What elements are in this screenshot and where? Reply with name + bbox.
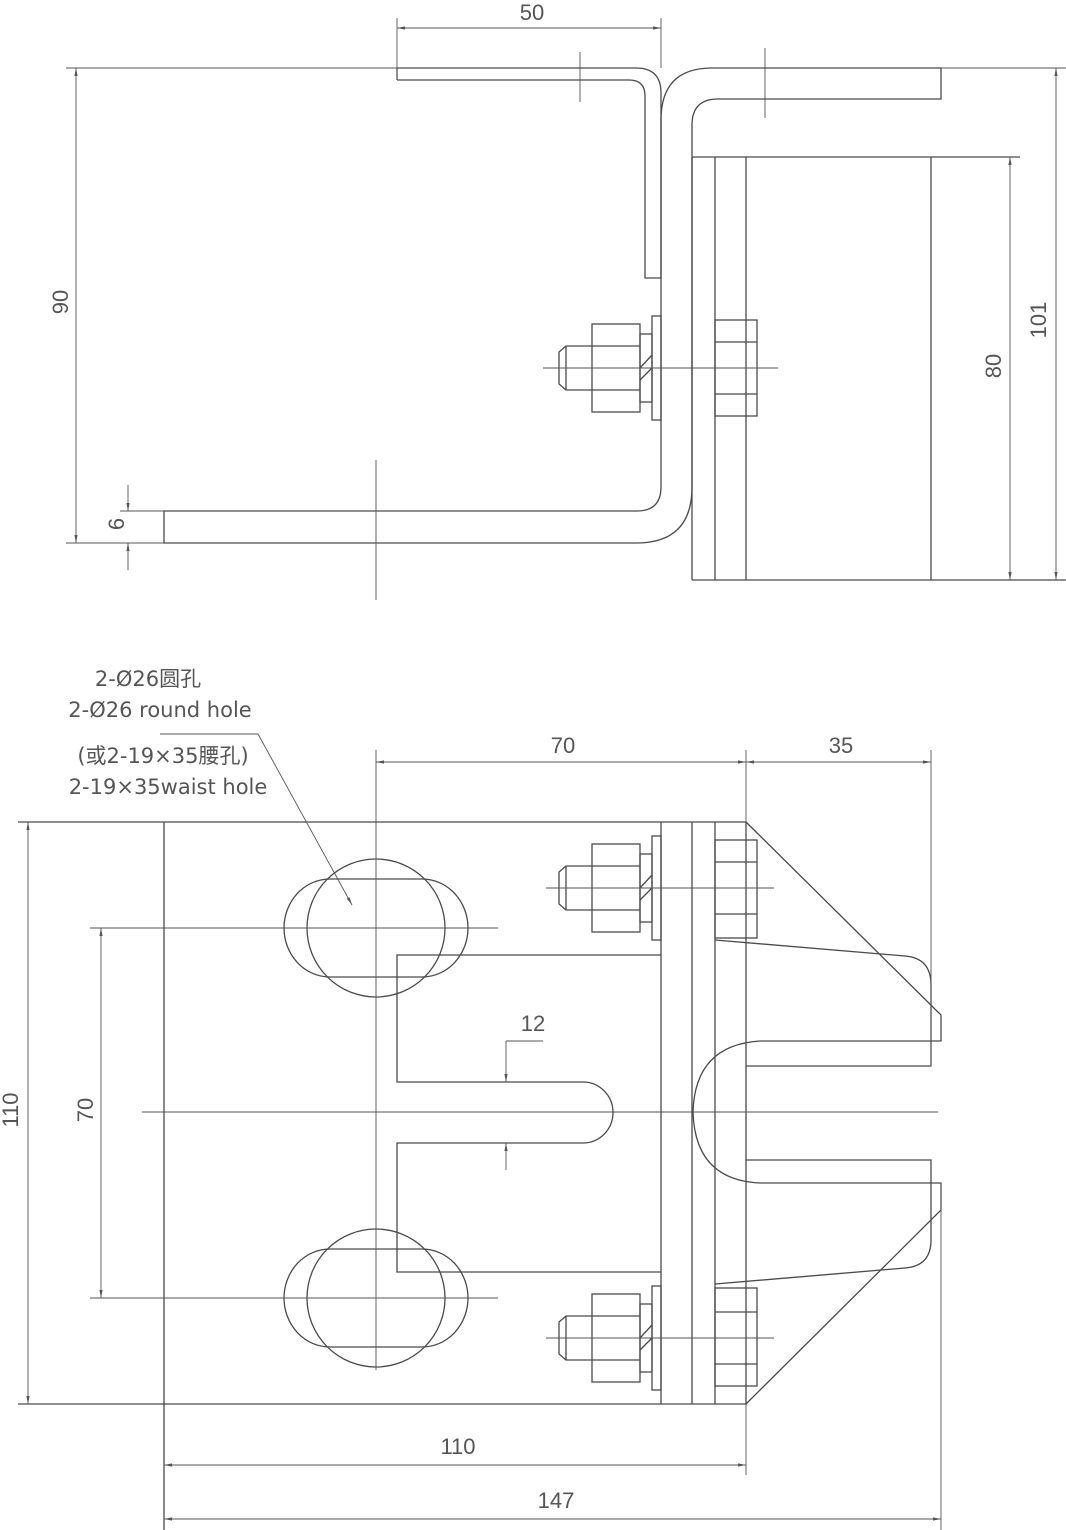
dim-110-bottom: 110 bbox=[164, 1404, 747, 1475]
dim-101: 101 bbox=[941, 67, 1066, 580]
hole-note: 2-Ø26圆孔 2-Ø26 round hole (或2-19×35腰孔) 2-… bbox=[68, 667, 353, 906]
svg-text:80: 80 bbox=[981, 354, 1006, 378]
dim-6: 6 bbox=[104, 485, 164, 570]
clamp-block bbox=[691, 156, 1066, 581]
z-bracket bbox=[163, 67, 942, 544]
dim-147: 147 bbox=[164, 1183, 942, 1530]
dim-12: 12 bbox=[504, 1011, 545, 1170]
left-bracket bbox=[396, 67, 662, 279]
top-view: 50 90 6 80 101 bbox=[48, 0, 1066, 600]
bottom-view: 2-Ø26圆孔 2-Ø26 round hole (或2-19×35腰孔) 2-… bbox=[0, 667, 942, 1530]
svg-text:12: 12 bbox=[521, 1011, 545, 1036]
dim-80: 80 bbox=[981, 157, 1012, 580]
dim-110-left: 110 bbox=[0, 822, 30, 1404]
svg-text:70: 70 bbox=[551, 733, 575, 758]
svg-text:101: 101 bbox=[1026, 302, 1051, 339]
dim-50: 50 bbox=[396, 0, 662, 80]
right-bracket bbox=[692, 821, 942, 1405]
svg-text:2-Ø26 round hole: 2-Ø26 round hole bbox=[68, 698, 251, 722]
svg-text:(或2-19×35腰孔): (或2-19×35腰孔) bbox=[77, 744, 248, 768]
svg-text:2-Ø26圆孔: 2-Ø26圆孔 bbox=[95, 667, 201, 691]
svg-text:6: 6 bbox=[104, 518, 129, 530]
svg-text:35: 35 bbox=[829, 733, 853, 758]
dim-35: 35 bbox=[746, 733, 932, 1066]
svg-text:70: 70 bbox=[73, 1098, 98, 1122]
slot-outline bbox=[396, 954, 661, 1273]
bolt-bottom bbox=[546, 1285, 774, 1391]
dim-70-top: 70 bbox=[376, 733, 747, 822]
dim-70-left: 70 bbox=[73, 928, 103, 1298]
svg-text:50: 50 bbox=[520, 0, 544, 25]
svg-text:110: 110 bbox=[0, 1092, 23, 1127]
svg-text:2-19×35waist hole: 2-19×35waist hole bbox=[69, 775, 268, 799]
svg-text:90: 90 bbox=[48, 290, 73, 314]
bolt-top bbox=[546, 835, 774, 941]
svg-text:110: 110 bbox=[440, 1434, 475, 1459]
dim-90: 90 bbox=[48, 67, 397, 544]
svg-text:147: 147 bbox=[538, 1488, 575, 1513]
bolt-assembly bbox=[543, 315, 778, 421]
